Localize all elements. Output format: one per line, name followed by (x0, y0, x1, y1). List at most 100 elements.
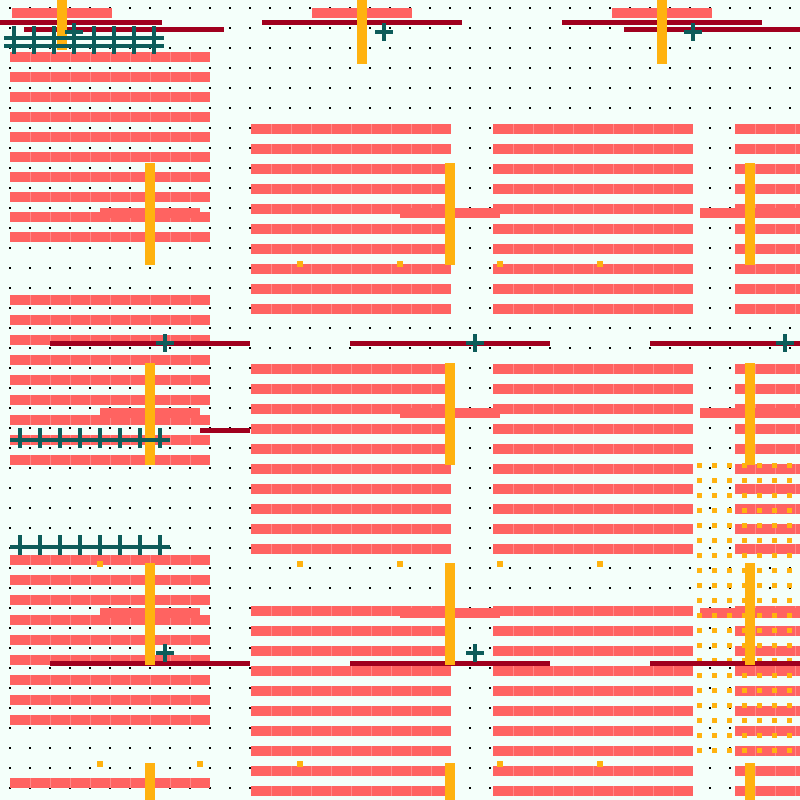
dot (489, 587, 491, 589)
stripe-divider (271, 224, 272, 234)
stripe-divider (573, 184, 574, 194)
stripe-divider (311, 244, 312, 254)
stripe-divider (30, 555, 31, 565)
dot (109, 587, 111, 589)
dot (29, 327, 31, 329)
stripe-divider (351, 444, 352, 454)
square (772, 568, 777, 573)
stripe-divider (513, 184, 514, 194)
stripe-divider (30, 52, 31, 62)
stripe-divider (593, 144, 594, 154)
dot (349, 67, 351, 69)
dot (249, 527, 251, 529)
dot (249, 627, 251, 629)
dot (469, 247, 471, 249)
dot (109, 527, 111, 529)
dot (189, 507, 191, 509)
stripe-divider (271, 646, 272, 656)
dot (469, 587, 471, 589)
dot (349, 587, 351, 589)
dot (209, 587, 211, 589)
dot (89, 267, 91, 269)
dot (209, 727, 211, 729)
stripe-divider (775, 304, 776, 314)
square (757, 643, 762, 648)
dot (769, 107, 771, 109)
dot (469, 27, 471, 29)
dot (429, 587, 431, 589)
stripe-divider (573, 424, 574, 434)
stripe-divider (795, 626, 796, 636)
dot (89, 427, 91, 429)
stripe-divider (593, 424, 594, 434)
square (787, 553, 792, 558)
stripe-divider (775, 144, 776, 154)
stripe-divider (331, 666, 332, 676)
stripe-divider (513, 244, 514, 254)
stripe-divider (291, 184, 292, 194)
dot (709, 747, 711, 749)
stripe-divider (573, 666, 574, 676)
dot (9, 527, 11, 529)
stripe-divider (90, 778, 91, 788)
stripe-divider (311, 164, 312, 174)
stripe-divider (291, 244, 292, 254)
stripe-divider (653, 144, 654, 154)
dot (169, 327, 171, 329)
dot (89, 167, 91, 169)
dot (489, 347, 491, 349)
stripe-divider (411, 164, 412, 174)
square (742, 493, 747, 498)
stripe-divider (755, 304, 756, 314)
dot (249, 307, 251, 309)
line (50, 341, 250, 346)
stripe-divider (30, 575, 31, 585)
stripe-divider (755, 264, 756, 274)
stripe-divider (673, 244, 674, 254)
dot (189, 187, 191, 189)
square (727, 508, 732, 513)
stripe-divider (391, 364, 392, 374)
stripe (735, 646, 800, 656)
dot (569, 47, 571, 49)
stripe-divider (190, 635, 191, 645)
stripe-divider (70, 212, 71, 222)
dot (89, 527, 91, 529)
stripe-divider (351, 184, 352, 194)
stripe-divider (311, 204, 312, 214)
dot (209, 667, 211, 669)
dot (249, 207, 251, 209)
dot (49, 187, 51, 189)
dot (109, 127, 111, 129)
stripe-divider (271, 184, 272, 194)
stripe-divider (90, 92, 91, 102)
vertical-bar (445, 563, 455, 665)
dot (109, 727, 111, 729)
stripe-divider (653, 264, 654, 274)
dot (189, 767, 191, 769)
stripe-divider (190, 112, 191, 122)
stripe-divider (291, 524, 292, 534)
dot (109, 447, 111, 449)
dot (29, 767, 31, 769)
dot (549, 587, 551, 589)
stripe-divider (271, 364, 272, 374)
dot (249, 47, 251, 49)
vertical-bar (357, 0, 367, 64)
dot (189, 127, 191, 129)
dot (89, 367, 91, 369)
stripe-divider (613, 264, 614, 274)
stripe-divider (371, 504, 372, 514)
stripe-divider (431, 224, 432, 234)
stripe-divider (573, 484, 574, 494)
stripe-divider (391, 524, 392, 534)
stripe-divider (755, 786, 756, 796)
stripe-divider (291, 384, 292, 394)
dot (109, 227, 111, 229)
square (757, 673, 762, 678)
dot (49, 407, 51, 409)
stripe-divider (795, 484, 796, 494)
dot (229, 787, 231, 789)
dot (249, 247, 251, 249)
dot (109, 187, 111, 189)
